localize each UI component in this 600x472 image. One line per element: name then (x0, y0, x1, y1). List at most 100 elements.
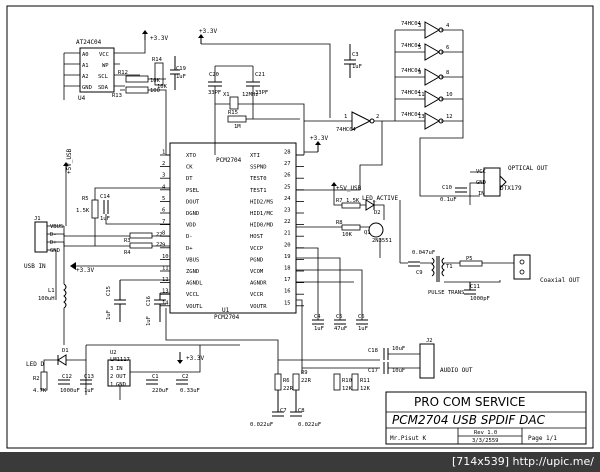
c17-value: 10uF (392, 368, 405, 374)
r12-r13: R12 10K R13 100 (112, 70, 167, 155)
c6-label: C6 (358, 314, 365, 320)
inverter-bubble (438, 27, 444, 33)
coax-out: Coaxial OUT (513, 254, 580, 284)
sheet-border (6, 5, 594, 449)
inverter-gate (424, 112, 441, 130)
j1-label: J1 (34, 216, 41, 222)
c17-label: C17 (368, 368, 378, 374)
c16-value: 1uF (146, 316, 152, 326)
pulse-transformer: 0.047uF C9 T1 PULSE TRANS P5 C11 1000pF (399, 200, 514, 302)
c12-c13: C12 1000uF C13 1uF (58, 374, 94, 394)
u1-left-pin-num: 13 (162, 289, 169, 295)
c1-value: 220uF (152, 388, 169, 394)
usb-pin-gnd: GND (50, 248, 60, 254)
inverter-gate (424, 90, 441, 108)
u2-pin2: 2 (110, 374, 113, 380)
c3: C3 1uF (344, 44, 362, 78)
u2-ref: U2 (110, 350, 117, 356)
gate-out-pin: 4 (446, 23, 450, 29)
u1-right-pin-name: VOUTR (250, 304, 267, 310)
r15-label: R15 (228, 110, 238, 116)
c7-c8: C7 0.022uF C8 0.022uF (250, 390, 321, 428)
r7-value: 1.5K (346, 198, 360, 204)
r12-label: R12 (118, 70, 128, 76)
u1-left-pin-name: PSEL (186, 188, 200, 194)
u1-left-pin-name: DT (186, 176, 193, 182)
c12-value: 1000uF (60, 388, 80, 394)
r9-value: 22R (301, 378, 312, 384)
u1-right-pin-num: 22 (284, 219, 291, 225)
vcc5-a: +5V_USB (63, 148, 73, 226)
u1-right-pin-num: 15 (284, 300, 291, 306)
vcc33-c-label: +3.3V (310, 135, 328, 142)
gate-part-name: 74HC04 (401, 21, 422, 27)
c7-value: 0.022uF (250, 422, 273, 428)
u1-left-pin-num: 8 (162, 231, 165, 237)
u4-pin-a1: A1 (82, 63, 89, 69)
u4-ref: U4 (78, 95, 86, 102)
u1-right-pin-num: 19 (284, 254, 291, 260)
gate-in-pin: 13 (418, 114, 425, 120)
c3-value: 1uF (352, 64, 362, 70)
u1-ref: U1 (222, 307, 230, 314)
u1-right-pin-num: 28 (284, 150, 291, 156)
r10-value: 12K (342, 386, 353, 392)
r10-label: R10 (342, 378, 352, 384)
u1-left-pin-num: 4 (162, 184, 166, 190)
c13-label: C13 (84, 374, 94, 380)
coaxial-label: Coaxial OUT (540, 277, 580, 284)
vcc33-d-label: +3.3V (76, 267, 94, 274)
u1-left-pin-num: 2 (162, 161, 165, 167)
u1-name: PCM2704 (214, 314, 240, 321)
q1-part: 2N3551 (372, 238, 392, 244)
u1-right-pin-num: 23 (284, 208, 291, 214)
u1-left-pin-name: CK (186, 165, 193, 171)
title-date: 3/3/2559 (472, 438, 499, 444)
r13-label: R13 (112, 93, 122, 99)
c18-value: 10uF (392, 346, 405, 352)
c5-value: 47uF (334, 326, 347, 332)
u1-left-pin-name: D+ (186, 246, 193, 252)
r2-label: R2 (33, 376, 40, 382)
usb-pin-vbus: VBUS (50, 224, 63, 230)
r3-r4: R3 22 R4 22 (100, 232, 170, 256)
usb-in-label: USB IN (24, 263, 46, 270)
u1-right-pin-num: 16 (284, 289, 291, 295)
u1-left-pin-name: XTO (186, 153, 196, 159)
u1-left-pin-name: DGND (186, 211, 199, 217)
u1-left-pin-name: AGNDL (186, 281, 203, 287)
c6-value: 1uF (358, 326, 368, 332)
d2-label: D2 (374, 210, 381, 216)
led-active: +5V_USB LED_ACTIVE R7 1.5K D2 R8 10K Q1 … (296, 182, 399, 258)
l1-label: L1 (48, 288, 55, 294)
vcc33-b-label: +3.3V (199, 28, 217, 35)
u4-pin-a2: A2 (82, 74, 89, 80)
title-page: Page 1/1 (528, 435, 557, 442)
c12-label: C12 (62, 374, 72, 380)
crystal: C20 33PF C21 33PF X1 12MHz R15 1M (166, 65, 305, 156)
inverter-main-in: 1 (344, 114, 347, 120)
r3-label: R3 (124, 238, 131, 244)
c9-value: 0.047uF (412, 250, 435, 256)
usb-pin-dminus: D- (50, 232, 57, 238)
r7-label: R7 (336, 198, 343, 204)
u1-left-pin-name: VCCL (186, 292, 200, 298)
l1-value: 100uH (38, 296, 55, 302)
audio-out: J2 AUDIO OUT (419, 338, 473, 379)
l1: L1 100uH (38, 226, 67, 345)
u2-pin3: 3 (110, 366, 113, 372)
r13-value: 100 (150, 88, 160, 94)
r2-value: 4.7K (33, 388, 47, 394)
c9-label: C9 (416, 270, 423, 276)
u1-left-pin-num: 14 (162, 300, 169, 306)
u4-pin-a0: A0 (82, 52, 89, 58)
schematic-svg: PCM2704 U1 PCM2704 1XTO2CK3DT4PSEL5DOUT6… (6, 5, 594, 449)
c18-label: C18 (368, 348, 378, 354)
u1-right-pin-name: SSPND (250, 165, 267, 171)
u1-right-pin-name: XTI (250, 153, 260, 159)
c1-label: C1 (152, 374, 159, 380)
c19: C19 1uF (170, 56, 186, 90)
c20-label: C20 (209, 72, 219, 78)
u4-name: AT24C04 (76, 39, 102, 46)
